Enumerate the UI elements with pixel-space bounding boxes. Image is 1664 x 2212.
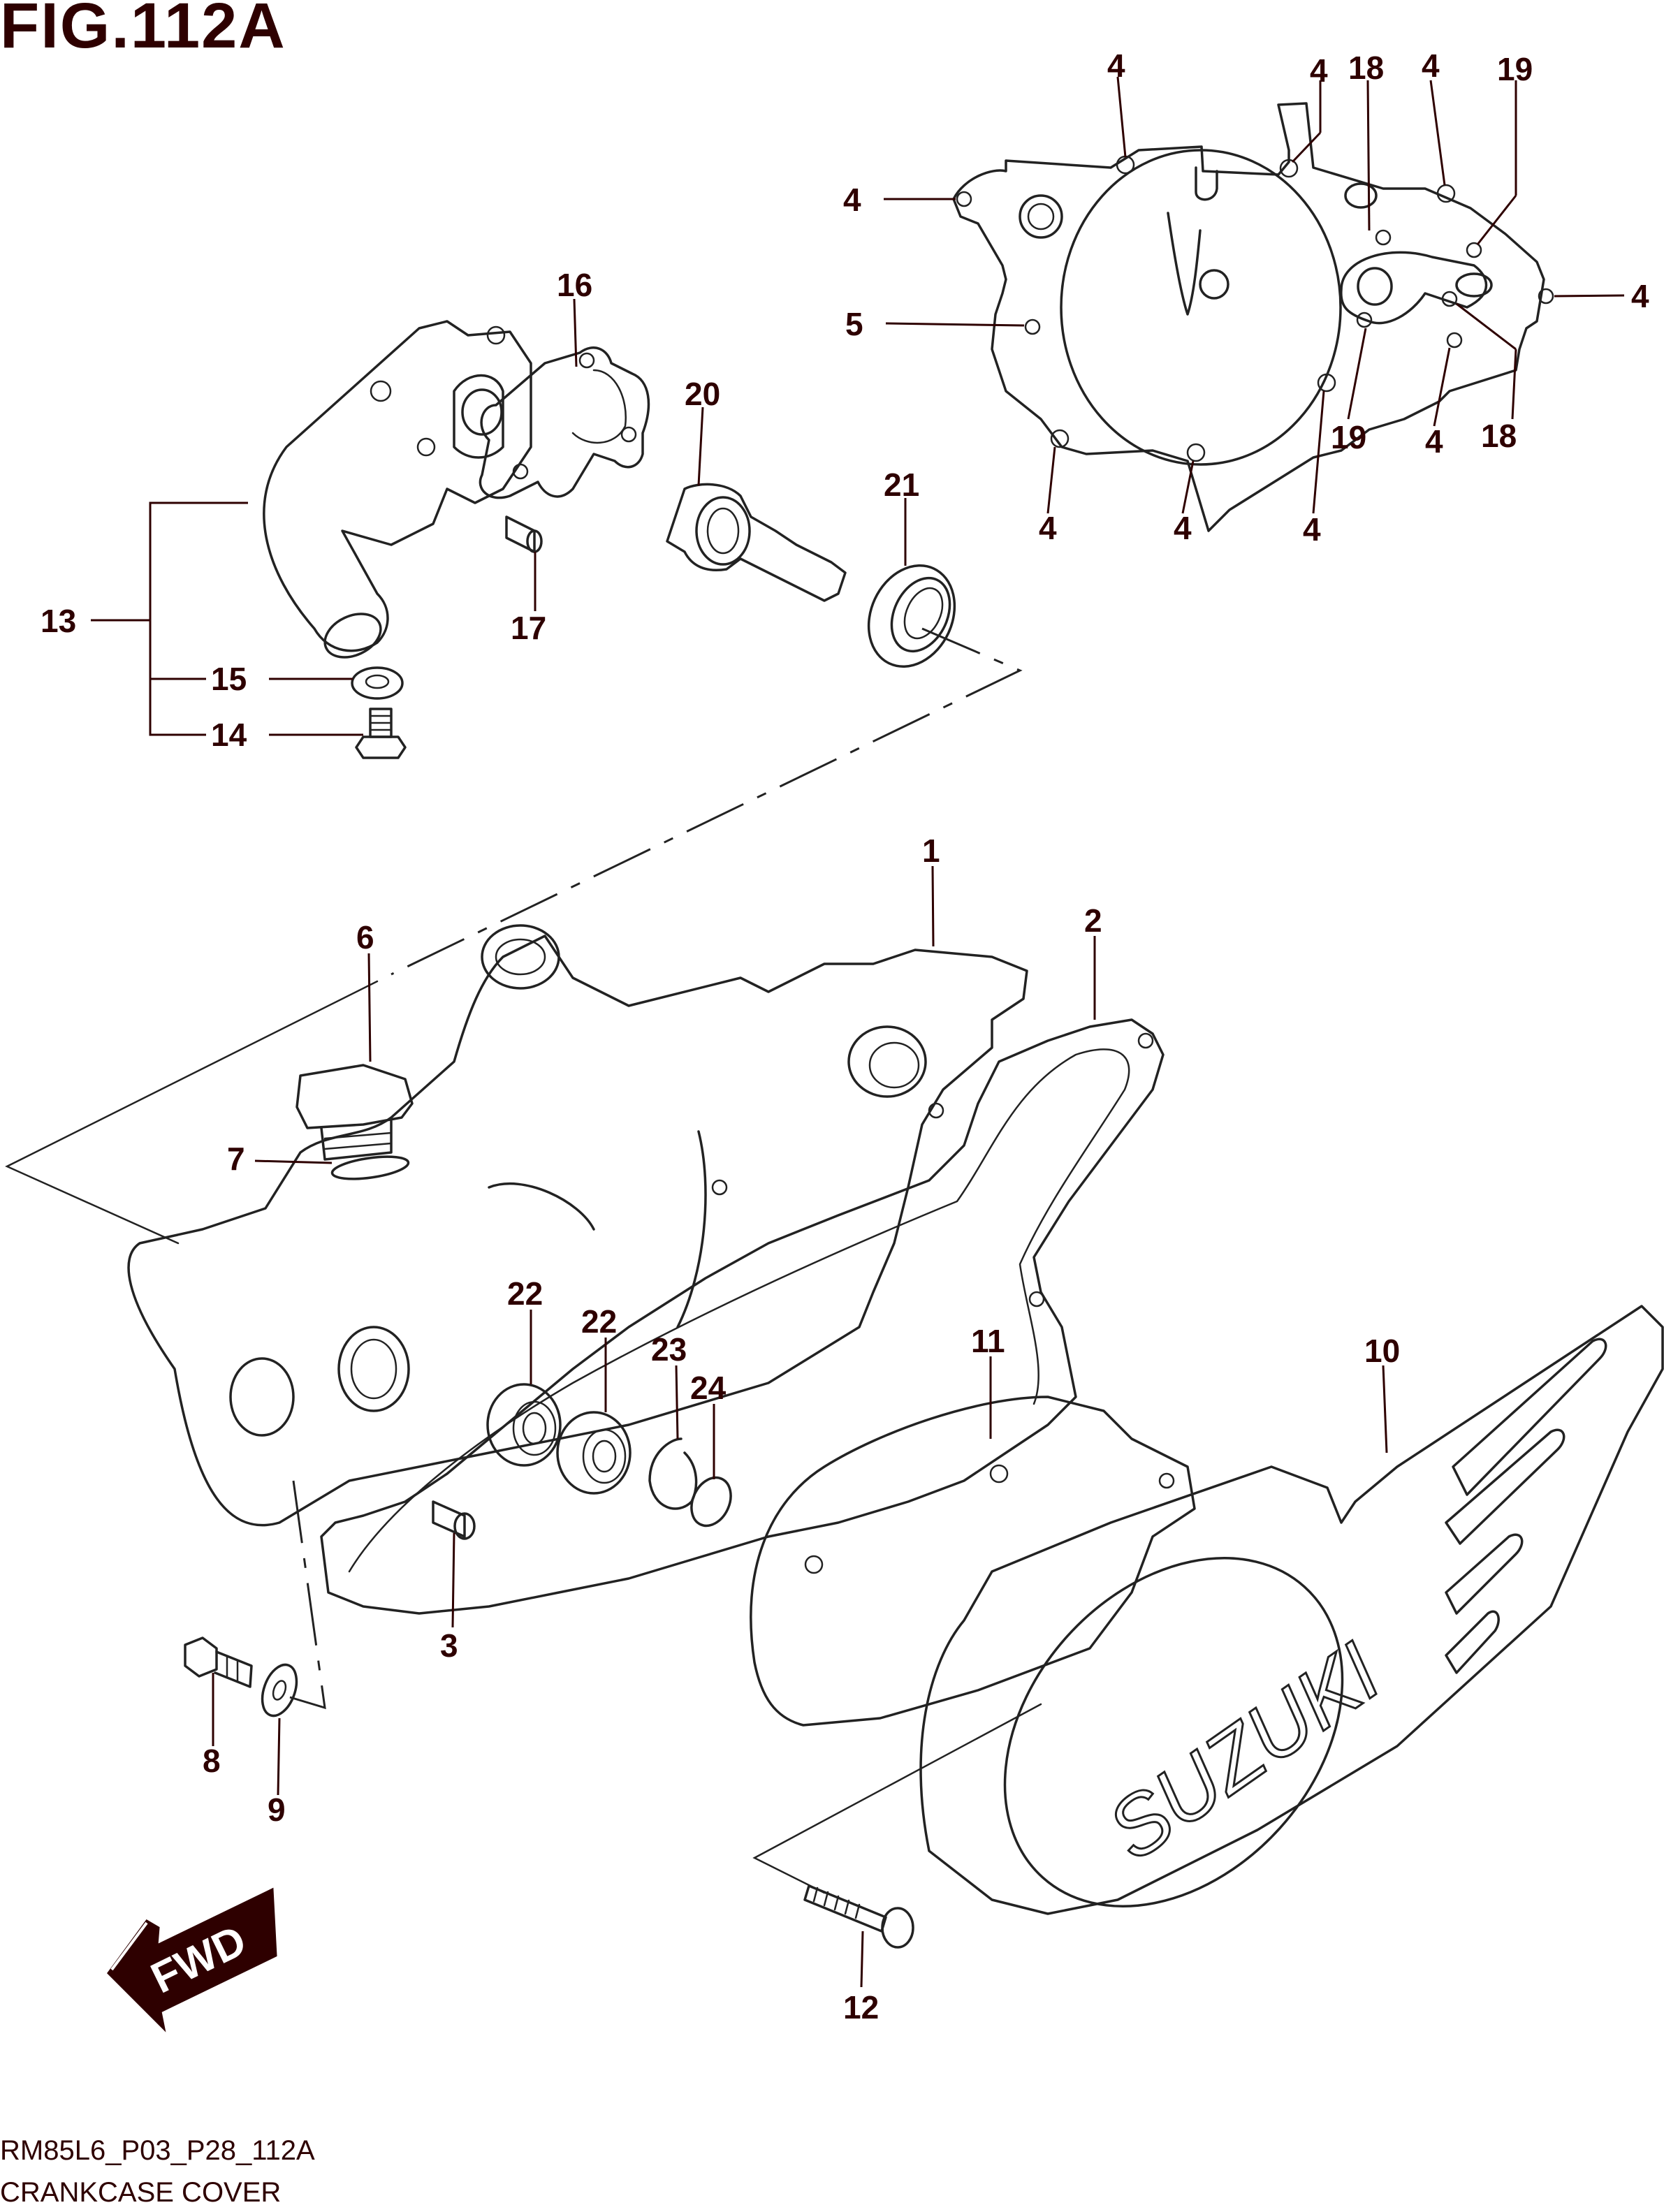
crankcase-cover-drawing	[127, 924, 1028, 1527]
callout-4[interactable]: 4	[843, 182, 861, 218]
bolt-14-drawing	[355, 708, 407, 759]
dowel-pin-3-drawing	[432, 1500, 476, 1540]
callout-4[interactable]: 4	[1310, 52, 1328, 89]
callout-4[interactable]: 4	[1631, 278, 1649, 314]
callout-labels: 4 4 18 4 19 4 5 4 19 4 18 4 4 4 16 20 21…	[41, 47, 1649, 2026]
circlip-24-drawing	[690, 1476, 732, 1528]
o-ring-7-drawing	[330, 1155, 410, 1180]
bolt-holes	[956, 155, 1554, 462]
generator-cover-gasket-drawing	[750, 1396, 1196, 1727]
callout-3[interactable]: 3	[440, 1627, 458, 1664]
gasket-2-drawing	[320, 1018, 1165, 1615]
callout-22[interactable]: 22	[581, 1303, 617, 1340]
drawing-code: RM85L6_P03_P28_112A	[0, 2135, 315, 2166]
callout-18[interactable]: 18	[1481, 418, 1517, 454]
callout-19[interactable]: 19	[1331, 419, 1366, 455]
water-pump-case-drawing	[263, 320, 532, 659]
circlip-23-drawing	[648, 1437, 698, 1510]
callout-4[interactable]: 4	[1174, 510, 1192, 546]
callout-18[interactable]: 18	[1348, 50, 1384, 86]
callout-4[interactable]: 4	[1425, 423, 1443, 460]
callout-4[interactable]: 4	[1303, 511, 1321, 548]
callout-16[interactable]: 16	[557, 267, 592, 303]
assembly-lines	[5, 627, 1042, 1894]
callout-15[interactable]: 15	[211, 661, 247, 697]
generator-cover-drawing: SUZUKI	[919, 1305, 1664, 1915]
callout-14[interactable]: 14	[211, 717, 247, 753]
figure-caption: CRANKCASE COVER	[0, 2177, 281, 2208]
forward-arrow-icon: FWD	[107, 1887, 277, 2032]
callout-5[interactable]: 5	[845, 306, 863, 342]
leader-lines	[91, 76, 1625, 1988]
water-pump-shaft-drawing	[666, 483, 847, 602]
callout-4[interactable]: 4	[1422, 47, 1440, 84]
callout-1[interactable]: 1	[922, 833, 940, 869]
callout-17[interactable]: 17	[511, 610, 546, 646]
inner-cover-bolt-pattern-view	[952, 102, 1554, 532]
callout-21[interactable]: 21	[884, 467, 919, 503]
callout-10[interactable]: 10	[1364, 1333, 1400, 1369]
callout-19[interactable]: 19	[1497, 51, 1533, 87]
drain-bolt-8-drawing	[184, 1636, 253, 1688]
figure-title: FIG.112A	[0, 0, 286, 61]
callout-4[interactable]: 4	[1107, 47, 1125, 84]
washer-9-drawing	[261, 1663, 298, 1717]
callout-11[interactable]: 11	[971, 1323, 1005, 1359]
callout-7[interactable]: 7	[227, 1141, 245, 1177]
bearing-22b-drawing	[556, 1411, 632, 1495]
suzuki-logo: SUZUKI	[1091, 1625, 1396, 1878]
callout-12[interactable]: 12	[843, 1989, 879, 2026]
bolt-12-drawing	[803, 1884, 914, 1949]
water-pump-gasket-drawing	[479, 346, 650, 499]
callout-4[interactable]: 4	[1039, 510, 1057, 546]
dowel-pin-17-drawing	[505, 515, 543, 553]
callout-13[interactable]: 13	[41, 603, 76, 639]
callout-8[interactable]: 8	[203, 1743, 221, 1779]
callout-24[interactable]: 24	[690, 1370, 727, 1406]
oil-seal-21-drawing	[867, 564, 956, 668]
callout-6[interactable]: 6	[356, 919, 374, 955]
callout-20[interactable]: 20	[685, 376, 720, 412]
oil-filler-cap-drawing	[295, 1064, 414, 1161]
callout-2[interactable]: 2	[1084, 902, 1102, 939]
bearing-22a-drawing	[486, 1383, 562, 1467]
callout-23[interactable]: 23	[651, 1331, 687, 1368]
callout-9[interactable]: 9	[268, 1792, 286, 1828]
callout-22[interactable]: 22	[507, 1275, 543, 1312]
washer-15-drawing	[351, 666, 404, 700]
